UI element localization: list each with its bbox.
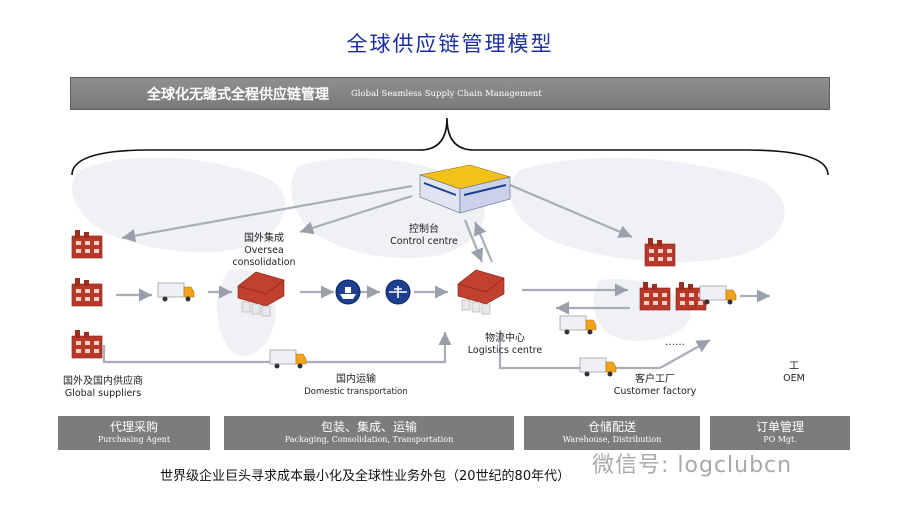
suppliers-en: Global suppliers <box>64 388 142 399</box>
truck-icon <box>269 349 307 369</box>
truck-icon <box>157 282 195 302</box>
logistics-cn: 物流中心 <box>485 333 525 344</box>
bottom-caption: 世界级企业巨头寻求成本最小化及全球性业务外包（20世纪的80年代） <box>160 469 571 484</box>
customer-cn: 客户工厂 <box>635 374 675 385</box>
oem-cn: 工 <box>789 361 799 372</box>
category-cn: 订单管理 <box>755 420 804 434</box>
truck-icon <box>559 315 597 335</box>
domestic-cn: 国内运输 <box>336 374 376 385</box>
customer-factory-icon <box>639 281 671 311</box>
logistics-centre-label: 物流中心 Logistics centre <box>460 333 550 357</box>
banner-en-label: Global Seamless Supply Chain Management <box>351 88 542 99</box>
overseas-cn: 国外集成 <box>244 233 284 244</box>
customer-factory-label: 客户工厂 Customer factory <box>610 374 700 398</box>
category-purchasing-agent: 代理采购 Purchasing Agent <box>58 416 210 450</box>
customer-en: Customer factory <box>613 386 697 397</box>
category-packaging: 包装、集成、运输 Packaging, Consolidation, Trans… <box>224 416 514 450</box>
supplier-factory-icon <box>71 277 103 307</box>
suppliers-cn: 国外及国内供应商 <box>63 376 143 387</box>
oem-en: OEM <box>783 373 805 384</box>
control-centre-icon <box>418 164 512 214</box>
banner-cn-label: 全球化无缝式全程供应链管理 <box>147 86 329 103</box>
logistics-en: Logistics centre <box>467 345 543 356</box>
control-centre-en: Control centre <box>390 236 458 247</box>
category-cn: 仓储配送 <box>587 420 636 434</box>
global-scm-banner: 全球化无缝式全程供应链管理 Global Seamless Supply Cha… <box>70 77 830 110</box>
world-map-background <box>71 157 785 356</box>
overseas-consolidation-label: 国外集成 Oversea consolidation <box>226 233 302 269</box>
category-cn: 包装、集成、运输 <box>320 420 417 434</box>
category-cn: 代理采购 <box>109 420 158 434</box>
domestic-transport-label: 国内运输 Domestic transportation <box>300 374 412 398</box>
domestic-en: Domestic transportation <box>304 387 408 397</box>
control-centre-label: 控制台 Control centre <box>386 224 462 248</box>
category-po-management: 订单管理 PO Mgt. <box>710 416 850 450</box>
supplier-factory-icon <box>71 329 103 359</box>
wechat-watermark: 微信号: logclubcn <box>592 453 793 478</box>
airplane-icon <box>385 279 411 305</box>
control-centre-cn: 控制台 <box>409 224 439 235</box>
logistics-warehouse-icon <box>457 269 505 315</box>
ship-icon <box>335 279 361 305</box>
oem-label: 工 OEM <box>772 361 816 385</box>
more-customers-ellipsis: …… <box>665 337 685 348</box>
supplier-factory-icon <box>71 229 103 259</box>
global-suppliers-label: 国外及国内供应商 Global suppliers <box>58 376 148 400</box>
diagram-title: 全球供应链管理模型 <box>346 32 554 56</box>
category-en: Purchasing Agent <box>97 435 171 444</box>
truck-icon <box>699 285 737 305</box>
category-en: Warehouse, Distribution <box>562 435 662 444</box>
scope-brace <box>71 117 829 176</box>
overseas-en-2: consolidation <box>232 257 296 268</box>
category-warehouse: 仓储配送 Warehouse, Distribution <box>524 416 700 450</box>
overseas-en-1: Oversea <box>244 245 284 256</box>
category-en: Packaging, Consolidation, Transportation <box>284 435 454 444</box>
category-en: PO Mgt. <box>763 435 797 444</box>
